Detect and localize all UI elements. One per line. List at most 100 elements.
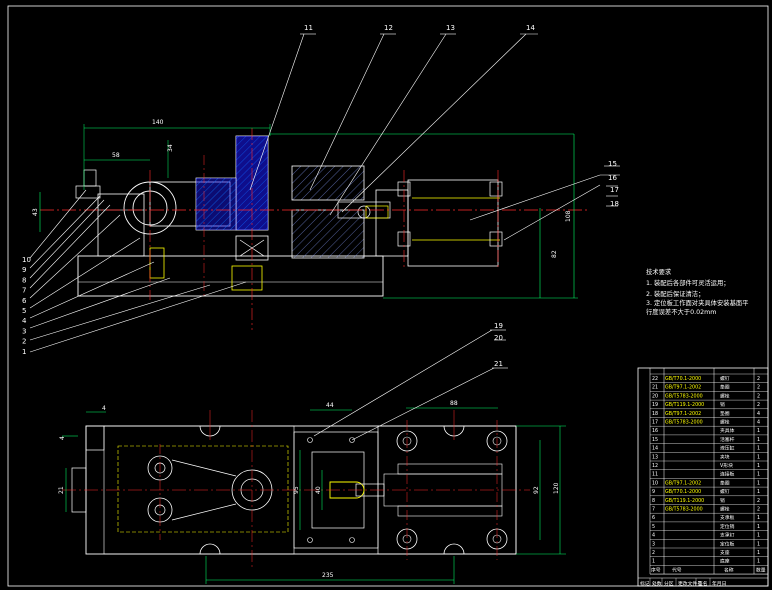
- balloon-8: 8: [22, 276, 26, 284]
- bom-row-no: 15: [652, 437, 658, 443]
- balloon-18: 18: [610, 200, 619, 208]
- bom-row-qty: 4: [757, 420, 760, 426]
- block-base: [291, 209, 365, 259]
- dim-plan-d6: 95: [293, 486, 300, 494]
- bom-row-name: 定位板: [720, 540, 735, 547]
- bom-row-qty: 2: [757, 402, 760, 408]
- bom-row-code: GB/T97.1-2002: [665, 411, 701, 417]
- note-line-3: 3. 定位板工作面对夹具体安装基面平: [646, 298, 748, 307]
- notes-title: 技术要求: [646, 267, 672, 276]
- bom-row-no: 19: [652, 402, 658, 408]
- bom-row-no: 3: [652, 541, 655, 547]
- bom-row-qty: 1: [757, 446, 760, 452]
- bom-row-no: 12: [652, 463, 658, 469]
- bom-row-name: 垫圈: [720, 479, 730, 486]
- balloon-3: 3: [22, 327, 26, 335]
- bom-row-code: GB/T5783-2000: [665, 420, 703, 426]
- bom-row-qty: 1: [757, 454, 760, 460]
- balloon-1: 1: [22, 348, 26, 356]
- bom-row-name: V形块: [720, 462, 733, 469]
- bom-row-no: 18: [652, 411, 658, 417]
- bom-row-qty: 1: [757, 533, 760, 539]
- plan-piston-head: [329, 481, 365, 499]
- dim-plan-d8: 92: [533, 486, 540, 494]
- bom-row-name: 螺钉: [720, 488, 730, 495]
- bom-row-name: 支承板: [720, 514, 735, 521]
- dim-plan-d1: 44: [326, 402, 334, 409]
- dim-plan-d7: 40: [315, 486, 322, 494]
- bom-row-name: 支承钉: [720, 532, 735, 539]
- bom-header-qty: 数量: [756, 566, 766, 573]
- technical-notes: 技术要求 1. 装配后各部件可灵活运用； 2. 装配后保证清洁； 3. 定位板工…: [646, 267, 748, 316]
- bom-row-qty: 2: [757, 376, 760, 382]
- bom-row-name: 销: [720, 401, 725, 408]
- bom-row-name: 夹块: [720, 453, 730, 460]
- bom-row-code: GB/T70.1-2000: [665, 376, 701, 382]
- front-dimensions: [39, 124, 578, 299]
- bom-row-qty: 1: [757, 463, 760, 469]
- left-support: [97, 193, 145, 257]
- bom-row-no: 16: [652, 428, 658, 434]
- balloon-13: 13: [446, 24, 455, 32]
- bom-row-code: GB/T97.1-2002: [665, 480, 701, 486]
- bom-row-qty: 2: [757, 507, 760, 513]
- dim-plan-d2: 88: [450, 400, 458, 407]
- plan-view: [62, 410, 530, 570]
- bom-row-qty: 1: [757, 550, 760, 556]
- bom-row-name: 垫圈: [720, 384, 730, 391]
- balloon-10: 10: [22, 256, 31, 264]
- bom-row-no: 14: [652, 446, 658, 452]
- bom-row-name: 定位销: [720, 523, 735, 530]
- bom-row-no: 21: [652, 385, 658, 391]
- dim-front-d3: 34: [167, 144, 174, 152]
- bom-row-name: 连接板: [720, 471, 735, 478]
- dim-plan-d5: 21: [58, 486, 65, 494]
- bom-row-name: 活塞杆: [720, 436, 735, 443]
- bom-row-name: 夹具体: [720, 427, 735, 434]
- title-block-field: 签名: [698, 580, 708, 587]
- title-block-field: 年月日: [712, 580, 726, 587]
- base-plate: [77, 255, 384, 297]
- bom-row-no: 10: [652, 480, 658, 486]
- bom-row-no: 17: [652, 420, 658, 426]
- bom-row-no: 4: [652, 533, 655, 539]
- balloon-7: 7: [22, 287, 26, 295]
- leaders-front: [29, 33, 620, 353]
- drawing-border: [7, 5, 769, 587]
- balloon-4: 4: [22, 317, 27, 325]
- balloon-14: 14: [526, 24, 535, 32]
- bom-row-no: 20: [652, 393, 658, 399]
- bom-row-name: 垫圈: [720, 410, 730, 417]
- note-line-1: 1. 装配后各部件可灵活运用；: [646, 278, 730, 287]
- dim-plan-d3: 4: [102, 405, 106, 412]
- bom-row-name: 销: [720, 497, 725, 504]
- bom-row-code: GB/T5783-2000: [665, 393, 703, 399]
- bom-row-name: 底座: [720, 558, 730, 565]
- bom-row-qty: 1: [757, 541, 760, 547]
- dim-front-d2: 58: [112, 152, 120, 159]
- front-view: [40, 128, 590, 330]
- dim-plan-d9: 120: [553, 482, 560, 494]
- bom-row-name: 螺钉: [720, 375, 730, 382]
- title-block-field: 标记: [640, 580, 650, 587]
- bom-row-qty: 2: [757, 385, 760, 391]
- dim-plan-d10: 235: [322, 572, 334, 579]
- bom-row-code: GB/T70.1-2000: [665, 489, 701, 495]
- note-line-2: 2. 装配后保证清洁；: [646, 289, 704, 298]
- bom-row-no: 8: [652, 498, 655, 504]
- bom-row-code: GB/T97.1-2002: [665, 385, 701, 391]
- bom-row-code: GB/T119.1-2000: [665, 402, 704, 408]
- dim-front-d5: 82: [551, 250, 558, 258]
- title-block-field: 分区: [664, 580, 674, 587]
- title-block-field: 处数: [652, 580, 662, 587]
- note-line-4: 行度误差不大于0.02mm: [646, 307, 716, 316]
- clamp-block: [291, 165, 365, 201]
- bom-header-no: 序号: [651, 566, 661, 573]
- bom-row-qty: 4: [757, 411, 760, 417]
- bom-row-qty: 1: [757, 515, 760, 521]
- bom-row-qty: 1: [757, 559, 760, 565]
- bom-row-no: 9: [652, 489, 655, 495]
